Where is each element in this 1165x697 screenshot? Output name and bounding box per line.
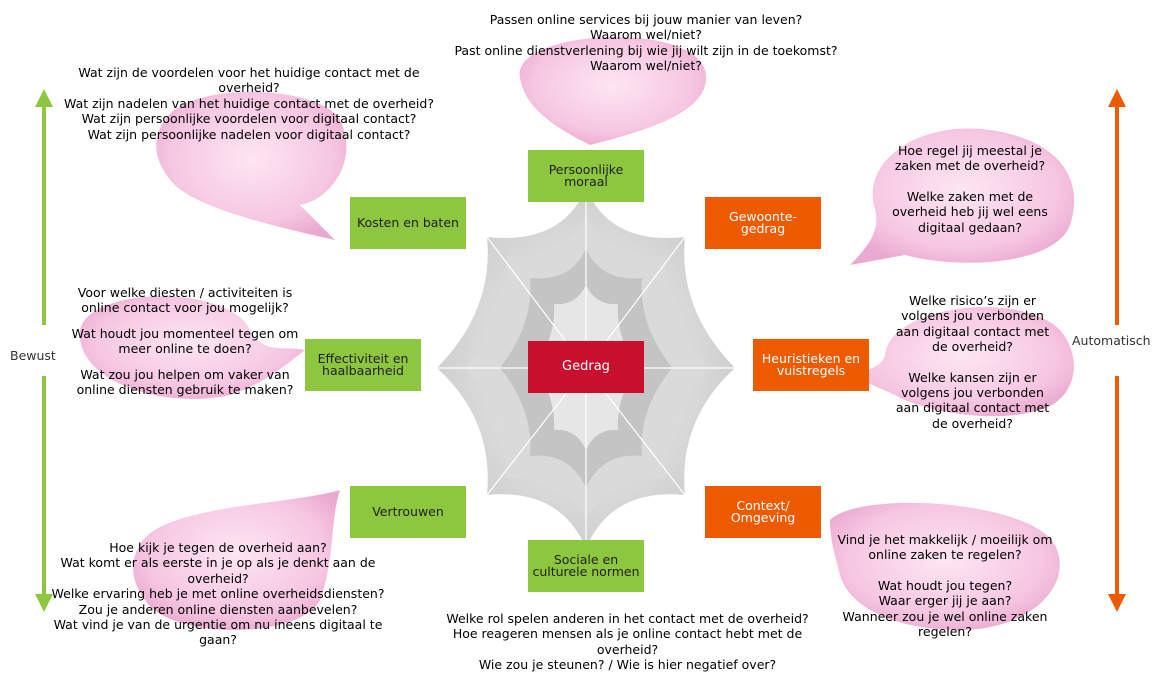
question: Past online dienstverlening bij wie jij …: [454, 42, 838, 58]
question: Hoe reageren mensen als je online contac…: [452, 626, 803, 657]
question: Wat komt er als eerste in je op als je d…: [60, 555, 376, 586]
bubble-left: [79, 296, 305, 399]
question: Welke kansen zijn er volgens jou verbond…: [895, 369, 1050, 431]
automatisch-label: Automatisch: [1072, 333, 1151, 348]
questions-heuristieken: Welke risico’s zijn er volgens jou verbo…: [895, 293, 1050, 431]
node-gewoontegedrag: Gewoonte-gedrag: [705, 197, 821, 249]
question: Welke rol spelen anderen in het contact …: [446, 611, 809, 626]
question: Wat zou jou helpen om vaker van online d…: [76, 366, 294, 398]
questions-gewoonte: Hoe regel jij meestal je zaken met de ov…: [880, 143, 1060, 235]
question: Waar erger jij je aan?: [878, 593, 1012, 609]
node-heuristieken: Heuristieken en vuistregels: [753, 339, 869, 391]
question: Hoe kijk je tegen de overheid aan?: [109, 540, 327, 555]
node-effectiviteit: Effectiviteit en haalbaarheid: [305, 339, 421, 391]
questions-kosten: Wat zijn de voordelen voor het huidige c…: [54, 65, 444, 142]
question: Voor welke diesten / activiteiten is onl…: [77, 285, 293, 316]
node-persoonlijke-moraal: Persoonlijke moraal: [528, 150, 644, 202]
node-vertrouwen: Vertrouwen: [350, 486, 466, 538]
bubble-top-right: [850, 128, 1075, 265]
question: Vind je het makkelijk / moeilijk om onli…: [837, 532, 1053, 563]
bubble-top: [519, 36, 707, 145]
question: Wat zijn nadelen van het huidige contact…: [64, 95, 434, 111]
question: Wat zijn de voordelen voor het huidige c…: [78, 65, 420, 96]
question: Zou je anderen online diensten aanbevele…: [78, 601, 358, 617]
center-node-gedrag: Gedrag: [528, 341, 644, 393]
questions-sociaal: Welke rol spelen anderen in het contact …: [440, 611, 815, 673]
question: Wat zijn persoonlijke voordelen voor dig…: [81, 111, 417, 127]
bewust-label: Bewust: [10, 348, 56, 363]
question: Passen online services bij jouw manier v…: [489, 12, 803, 27]
question: Welke zaken met de overheid heb jij wel …: [892, 188, 1048, 235]
questions-context: Vind je het makkelijk / moeilijk om onli…: [825, 532, 1065, 639]
node-context-omgeving: Context/ Omgeving: [705, 486, 821, 538]
questions-vertrouwen: Hoe kijk je tegen de overheid aan? Wat k…: [48, 540, 388, 648]
question: Wat houdt jou momenteel tegen om meer on…: [71, 325, 299, 357]
question: Waarom wel/niet?: [590, 27, 702, 43]
question: Welke risico’s zijn er volgens jou verbo…: [895, 293, 1050, 355]
question: Hoe regel jij meestal je zaken met de ov…: [894, 143, 1046, 174]
question: Wat zijn persoonlijke nadelen voor digit…: [87, 126, 411, 142]
node-kosten-en-baten: Kosten en baten: [350, 197, 466, 249]
question: Welke ervaring heb je met online overhei…: [51, 586, 385, 602]
question: Wat vind je van de urgentie om nu ineens…: [53, 617, 383, 648]
questions-moraal: Passen online services bij jouw manier v…: [446, 12, 846, 74]
question: Wat houdt jou tegen?: [877, 577, 1013, 593]
questions-effectiviteit: Voor welke diesten / activiteiten is onl…: [70, 285, 300, 397]
bubble-right: [850, 307, 1074, 417]
question: Waarom wel/niet?: [590, 58, 702, 74]
bubble-bottom-right: [830, 502, 1060, 630]
bubble-bottom-left: [133, 490, 340, 630]
question: Wie zou je steunen? / Wie is hier negati…: [478, 657, 777, 673]
node-sociale-normen: Sociale en culturele normen: [528, 540, 644, 592]
bubble-top-left: [156, 91, 347, 241]
bewust-arrow: [35, 89, 53, 612]
question: Wanneer zou je wel online zaken regelen?: [842, 608, 1048, 640]
automatisch-arrow: [1108, 89, 1126, 612]
